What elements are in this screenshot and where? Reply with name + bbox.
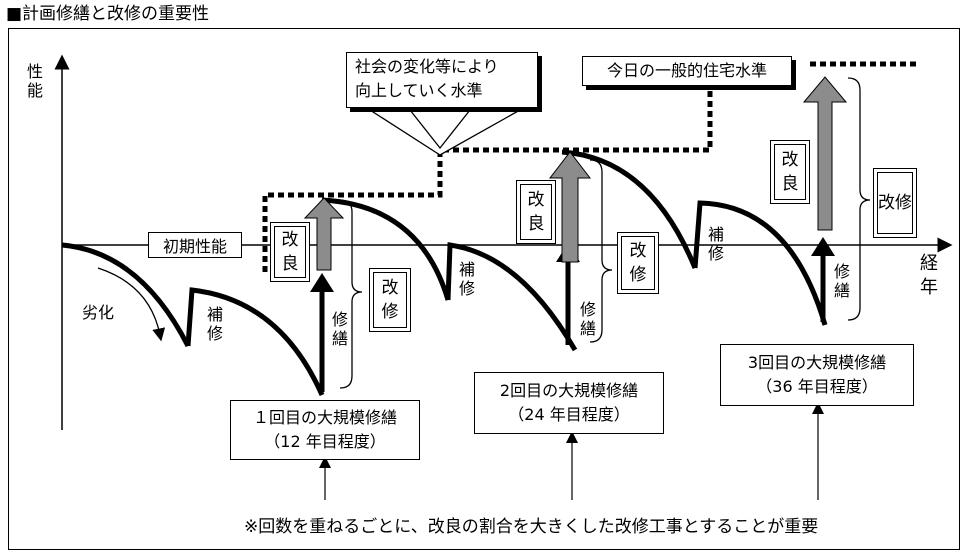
retrofit-box-2: 改修: [617, 232, 659, 294]
page-title: ■計画修繕と改修の重要性: [6, 4, 210, 24]
improvement-box-1: 改良: [270, 222, 310, 282]
improvement-arrows: [303, 76, 848, 271]
repair-label-3: 補修: [707, 225, 724, 263]
renovation-label-3: 修繕: [833, 262, 850, 300]
improvement-box-3: 改良: [770, 140, 810, 204]
renovation-label-1: 修繕: [331, 310, 348, 348]
brackets: [339, 77, 871, 389]
milestone-arrows: [319, 402, 824, 500]
initial-performance-label: 初期性能: [148, 232, 242, 258]
milestone-box-1: １回目の大規模修繕 （12 年目程度）: [230, 400, 420, 460]
milestone-box-2: 2回目の大規模修繕 （24 年目程度）: [474, 372, 664, 434]
y-axis-label: 性能: [26, 62, 43, 100]
callout-pointer: [367, 109, 523, 156]
performance-curve: [61, 149, 828, 397]
retrofit-box-1: 改修: [369, 268, 411, 332]
improvement-box-2: 改良: [516, 180, 556, 244]
retrofit-box-3: 改修: [873, 168, 917, 238]
repair-label-1: 補修: [206, 305, 223, 343]
repair-label-2: 補修: [458, 260, 475, 298]
current-standard-callout: 今日の一般的住宅水準: [582, 56, 792, 86]
renovation-label-2: 修繕: [579, 300, 596, 338]
x-axis-label: 経年: [920, 253, 938, 298]
milestone-box-3: 3回目の大規模修繕 （36 年目程度）: [720, 344, 914, 406]
deterioration-label: 劣化: [82, 303, 115, 322]
diagram-frame: [8, 28, 960, 550]
footnote: ※回数を重ねるごとに、改良の割合を大きくした改修工事とすることが重要: [244, 517, 819, 537]
society-level-callout: 社会の変化等により 向上していく水準: [346, 52, 538, 108]
deterioration-arrow: [97, 267, 166, 342]
